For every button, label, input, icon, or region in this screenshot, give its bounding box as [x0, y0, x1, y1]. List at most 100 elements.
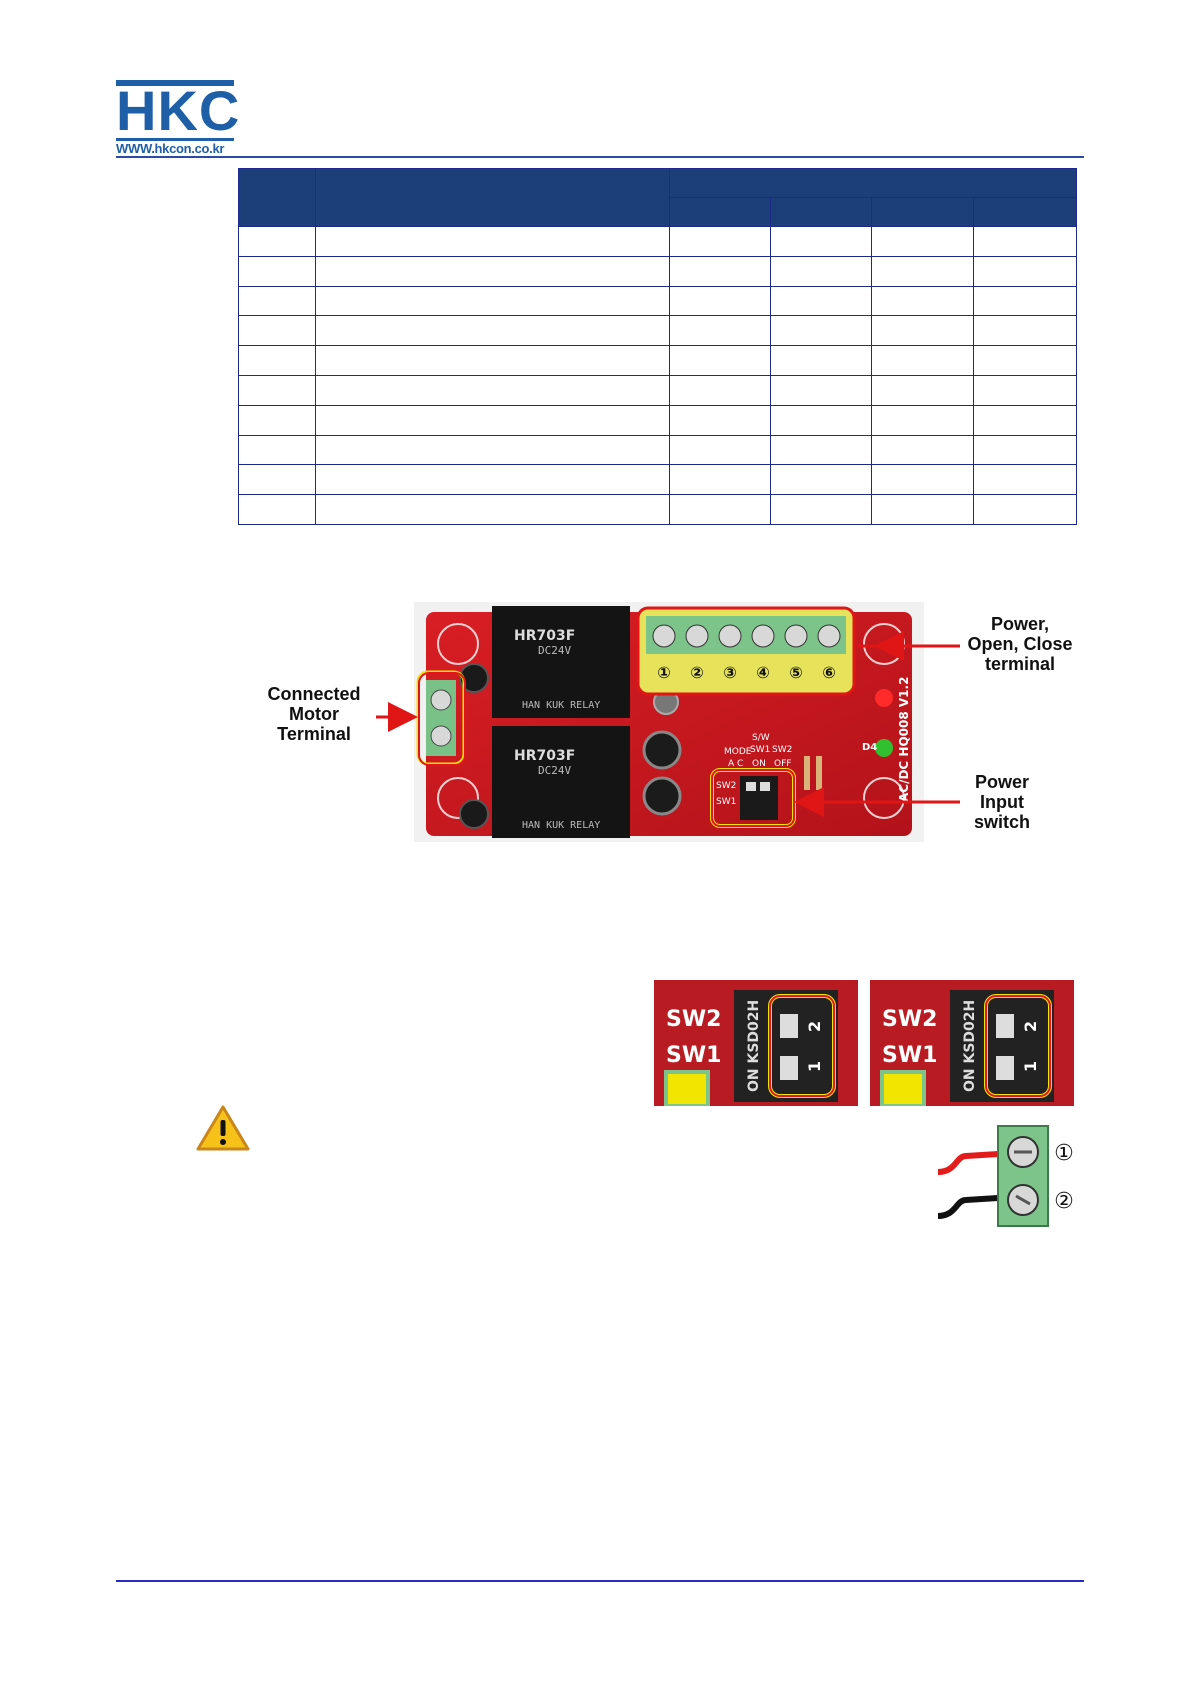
relay-voltage-2: DC24V	[538, 764, 571, 777]
table-cell	[238, 255, 316, 287]
relay-maker-1: HAN KUK RELAY	[522, 700, 600, 711]
power-terminal-block	[646, 616, 846, 654]
table-cell	[238, 345, 316, 376]
table-cell	[315, 226, 670, 257]
table-cell	[770, 255, 872, 287]
table-cell	[973, 434, 1077, 466]
table-header-cell	[871, 197, 974, 227]
table-cell	[669, 345, 771, 376]
table-header-row	[238, 168, 1077, 227]
table-cell	[770, 434, 872, 466]
table-cell	[770, 374, 872, 406]
table-cell	[238, 434, 316, 466]
terminal-number: ④	[756, 663, 770, 682]
table-row	[238, 226, 1077, 257]
table-cell	[315, 255, 670, 287]
table-cell	[973, 464, 1077, 496]
d4-label: D4	[862, 742, 877, 753]
table-cell	[871, 255, 974, 287]
table-cell	[973, 255, 1077, 287]
table-cell	[871, 494, 974, 525]
dip-sw1-label: SW1	[882, 1043, 937, 1068]
table-header-cell	[669, 197, 771, 227]
table-cell	[973, 226, 1077, 257]
table-cell	[238, 404, 316, 436]
relay-voltage-1: DC24V	[538, 644, 571, 657]
table-cell	[770, 404, 872, 436]
table-cell	[871, 404, 974, 436]
table-row	[238, 255, 1077, 287]
sw-table-text: SW2	[772, 745, 792, 755]
relay-2	[492, 726, 630, 838]
terminal-num-1: ①	[1054, 1141, 1074, 1166]
controller-board-photo: HR703F DC24V HAN KUK RELAY HR703F DC24V …	[414, 602, 950, 842]
table-cell	[770, 494, 872, 525]
table-cell	[315, 345, 670, 376]
table-cell	[973, 374, 1077, 406]
sw-table-text: OFF	[774, 759, 791, 769]
dip-sw2-label: SW2	[882, 1007, 937, 1032]
sw-table-text: A C	[728, 759, 743, 769]
footer-rule	[116, 1580, 1084, 1582]
dip-photo-2: SW2 SW1 ON KSD02H 2 1	[870, 980, 1074, 1108]
table-cell	[871, 345, 974, 376]
company-logo: HKC WWW.hkcon.co.kr	[116, 79, 241, 157]
table-row	[238, 374, 1077, 406]
label-power-switch: Power Input switch	[973, 772, 1030, 832]
table-cell	[315, 404, 670, 436]
relay-maker-2: HAN KUK RELAY	[522, 820, 600, 831]
table-cell	[238, 285, 316, 317]
dip-yellow-marker	[664, 1070, 710, 1108]
table-cell	[669, 404, 771, 436]
table-cell	[669, 285, 771, 317]
table-cell	[669, 464, 771, 496]
table-cell	[238, 494, 316, 525]
dip-sw2-label: SW2	[666, 1007, 721, 1032]
terminal-number: ⑤	[789, 663, 803, 682]
table-cell	[315, 494, 670, 525]
table-cell	[871, 434, 974, 466]
table-header-row	[239, 197, 1077, 227]
table-cell	[973, 404, 1077, 436]
dip-num: 1	[805, 1061, 824, 1072]
logo-text: HKC	[116, 79, 241, 142]
table-cell	[973, 315, 1077, 347]
dip-chip-label: ON KSD02H	[962, 1000, 978, 1092]
table-cell	[770, 345, 872, 376]
sw1-board-label: SW1	[716, 797, 736, 807]
dip-sw1-label: SW1	[666, 1043, 721, 1068]
table-cell	[238, 464, 316, 496]
table-cell	[973, 285, 1077, 317]
table-cell	[871, 285, 974, 317]
terminal-num-2: ②	[1054, 1189, 1074, 1214]
dip-num: 1	[1021, 1061, 1040, 1072]
dip-switch	[740, 776, 778, 820]
table-cell	[871, 226, 974, 257]
sw-table-text: SW1	[750, 745, 770, 755]
spec-table	[238, 168, 1077, 525]
led-red	[875, 689, 893, 707]
table-row	[238, 345, 1077, 376]
logo-bar	[116, 80, 234, 86]
table-cell	[871, 374, 974, 406]
table-body	[238, 226, 1077, 525]
table-row	[238, 404, 1077, 436]
table-row	[238, 464, 1077, 496]
table-cell	[315, 315, 670, 347]
motor-terminal-wiring: ① ②	[937, 1125, 1074, 1227]
dip-chip-label: ON KSD02H	[746, 1000, 762, 1092]
terminal-number: ①	[657, 663, 671, 682]
table-header-cell	[315, 168, 670, 227]
terminal-number: ⑥	[822, 663, 836, 682]
logo-url: WWW.hkcon.co.kr	[116, 141, 225, 156]
dip-num: 2	[805, 1021, 824, 1032]
label-motor-terminal: Connected Motor Terminal	[267, 684, 361, 744]
board-name: AC/DC HQ008 V1.2	[897, 677, 911, 802]
table-cell	[315, 285, 670, 317]
board-svg: HR703F DC24V HAN KUK RELAY HR703F DC24V …	[414, 602, 950, 842]
table-cell	[770, 464, 872, 496]
table-header-cell	[973, 197, 1077, 227]
table-cell	[238, 226, 316, 257]
header-rule	[116, 156, 1084, 158]
table-cell	[669, 494, 771, 525]
